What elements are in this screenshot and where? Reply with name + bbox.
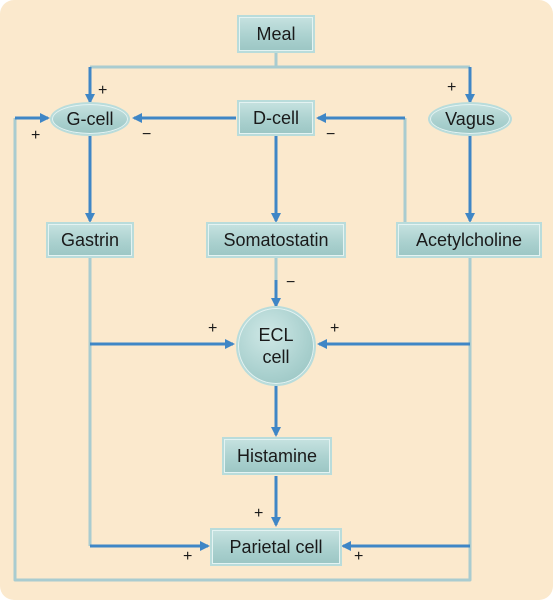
ecl-cell-label-line2: cell — [262, 347, 290, 367]
sign-acetylcholine-to-parietal: + — [354, 548, 364, 565]
sign-histamine-to-parietal: + — [254, 505, 264, 522]
vagus-oval: Vagus — [428, 102, 512, 136]
gastrin-box: Gastrin — [46, 222, 134, 258]
sign-somatostatin-to-ecl: − — [286, 274, 296, 291]
acetylcholine-box: Acetylcholine — [396, 222, 542, 258]
sign-meal-to-vagus: + — [447, 79, 457, 96]
meal-box: Meal — [237, 15, 315, 53]
sign-acetylcholine-to-ecl: + — [330, 320, 340, 337]
acetylcholine-trunk — [13, 118, 472, 582]
sign-gastrin-to-ecl: + — [208, 320, 218, 337]
somatostatin-box: Somatostatin — [206, 222, 346, 258]
histamine-box: Histamine — [222, 437, 332, 475]
g-cell-oval: G-cell — [50, 102, 130, 136]
ecl-cell-label-line1: ECL — [258, 325, 294, 345]
parietal-cell-box: Parietal cell — [210, 528, 342, 566]
sign-feedback-to-gcell: + — [31, 127, 41, 144]
ecl-cell-circle: ECL cell — [236, 306, 316, 386]
sign-meal-to-gcell: + — [98, 82, 108, 99]
sign-gastrin-to-parietal: + — [183, 548, 193, 565]
sign-dcell-to-gcell: − — [142, 126, 152, 143]
d-cell-box: D-cell — [237, 100, 315, 136]
sign-vagus-to-dcell: − — [326, 126, 336, 143]
